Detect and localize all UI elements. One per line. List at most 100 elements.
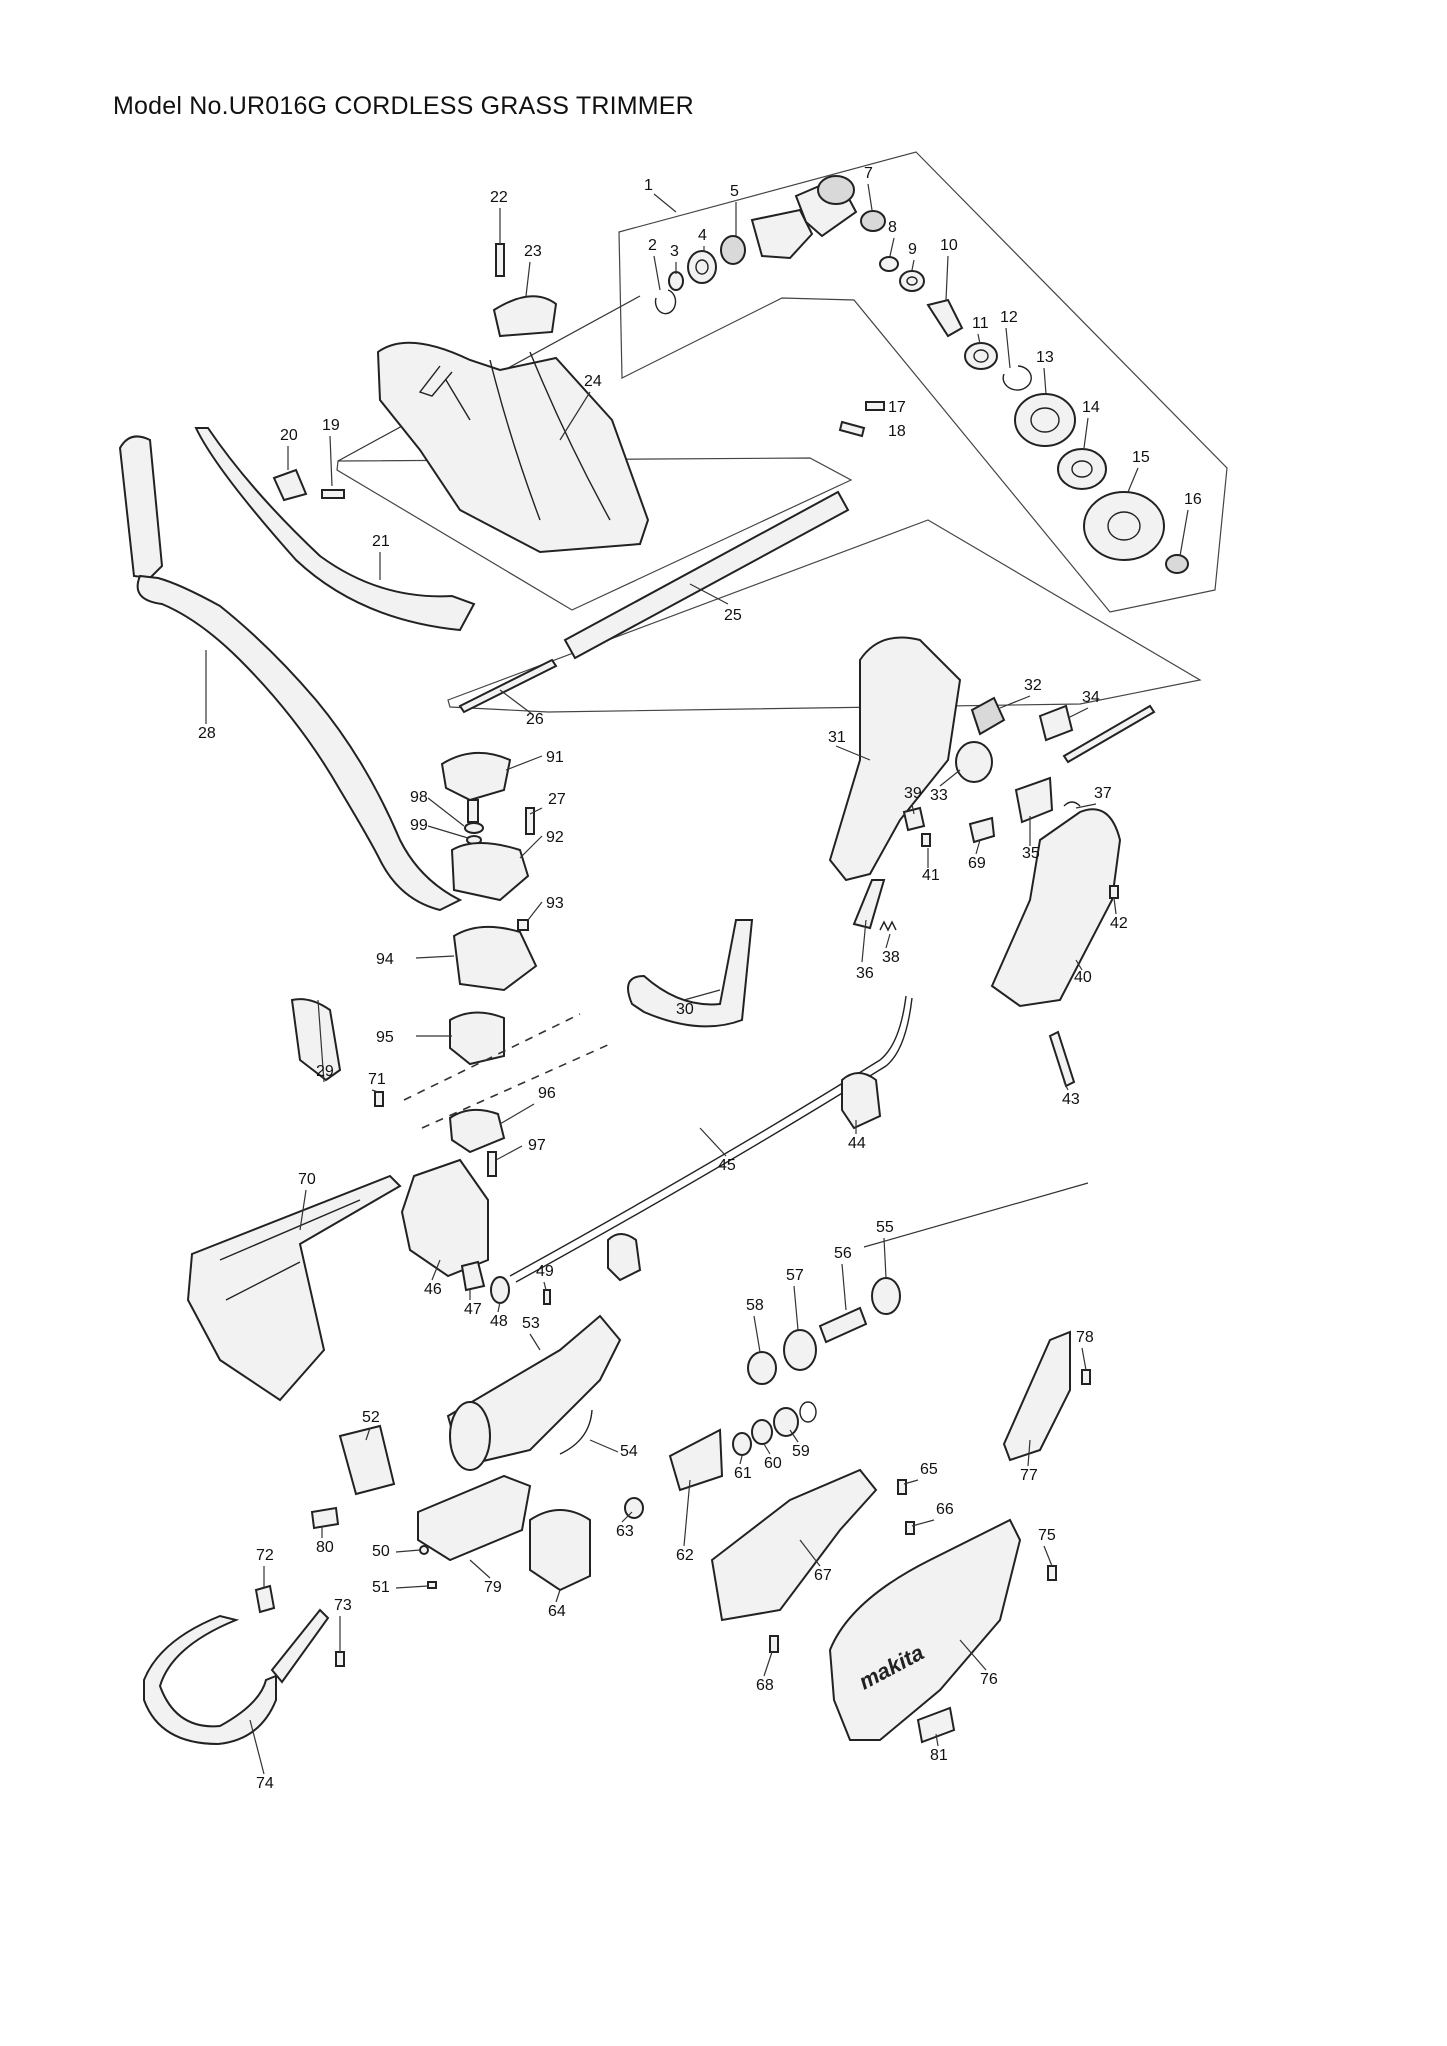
callout-42: 42 [1110,915,1128,932]
leader-line [1127,467,1139,493]
callout-51: 51 [372,1579,390,1596]
leader-line [495,1145,523,1161]
callout-60: 60 [764,1455,782,1472]
part-22-screw [495,243,505,277]
part-12-circlip [1002,365,1032,391]
callout-45: 45 [718,1157,736,1174]
leader-line [889,237,895,257]
callout-63: 63 [616,1523,634,1540]
part-1-gear-housing [750,208,814,260]
part-64-stator [529,1509,591,1592]
leader-line [885,933,891,949]
part-76-cover [828,1518,1022,1741]
callout-96: 96 [538,1085,556,1102]
leader-line [505,755,543,771]
callout-79: 79 [484,1579,502,1596]
part-10-spindle [926,298,964,338]
callout-27: 27 [548,791,566,808]
loop-handle-parts [143,1584,345,1746]
leader-line [525,261,531,297]
gear-stack-link [863,1182,1089,1248]
callout-17: 17 [888,399,906,416]
callout-62: 62 [676,1547,694,1564]
callout-13: 13 [1036,349,1054,366]
callout-92: 92 [546,829,564,846]
leader-line [1081,1347,1087,1371]
callout-20: 20 [280,427,298,444]
leader-line [499,1103,535,1125]
leader-line [1005,327,1011,369]
part-62-rotor [668,1428,724,1492]
leader-line [1075,959,1083,971]
part-49-screw [543,1289,551,1305]
part-66-screw [905,1521,915,1535]
callout-8: 8 [888,219,897,236]
part-14-washer [1057,448,1107,490]
part-23-clamp [492,295,558,338]
part-60-bearing [751,1419,773,1445]
callout-30: 30 [676,1001,694,1018]
part-97-screw [487,1151,497,1177]
leader-line [753,1315,761,1353]
part-94-clamp-lower [452,925,538,992]
callout-7: 7 [864,165,873,182]
callout-76: 76 [980,1671,998,1688]
callout-67: 67 [814,1567,832,1584]
callout-54: 54 [620,1443,638,1460]
part-77-cover [1002,1330,1071,1462]
leader-line [835,745,871,761]
leader-line [1027,1439,1031,1467]
leader-line [431,1259,441,1281]
callout-44: 44 [848,1135,866,1152]
callout-23: 23 [524,243,542,260]
part-29-clamp [290,998,342,1082]
leader-line [999,695,1031,709]
leader-line [959,1639,987,1671]
part-74-loop-handle [143,1614,277,1746]
callout-47: 47 [464,1301,482,1318]
callout-55: 55 [876,1219,894,1236]
leader-line [317,999,325,1083]
leader-line [589,1439,619,1453]
callout-1: 1 [644,177,653,194]
leader-line [683,989,721,1001]
part-71-screw [374,1091,384,1107]
callout-70: 70 [298,1171,316,1188]
front-handle-parts [118,435,463,912]
callout-78: 78 [1076,1329,1094,1346]
part-35-lock [1014,776,1054,824]
leader-line [911,1519,935,1527]
leader-line [427,825,469,839]
part-80-label [310,1506,340,1530]
leader-line [945,255,949,301]
leader-lines [205,183,1189,1775]
leader-line [699,1127,727,1157]
callout-46: 46 [424,1281,442,1298]
part-48-ring [490,1276,510,1304]
callout-80: 80 [316,1539,334,1556]
callout-9: 9 [908,241,917,258]
callout-35: 35 [1022,845,1040,862]
rear-handle-parts [828,636,1122,1130]
leader-line [653,255,661,291]
alignment-line-upper [403,1013,581,1101]
callout-98: 98 [410,789,428,806]
part-16-nut [1165,554,1189,574]
leader-line [911,259,915,271]
callout-91: 91 [546,749,564,766]
callout-21: 21 [372,533,390,550]
part-28-handle-bar [136,574,463,912]
leader-line [861,919,867,963]
callout-5: 5 [730,183,739,200]
callout-12: 12 [1000,309,1018,326]
callout-75: 75 [1038,1527,1056,1544]
gear-head-assembly-frame [618,151,1228,613]
alignment-line-lower [421,1043,611,1129]
leader-line [519,835,543,859]
leader-line [395,1549,421,1553]
leader-line [1063,1081,1069,1091]
callout-66: 66 [936,1501,954,1518]
part-78-screw [1081,1369,1091,1385]
part-26-shaft [458,658,558,714]
